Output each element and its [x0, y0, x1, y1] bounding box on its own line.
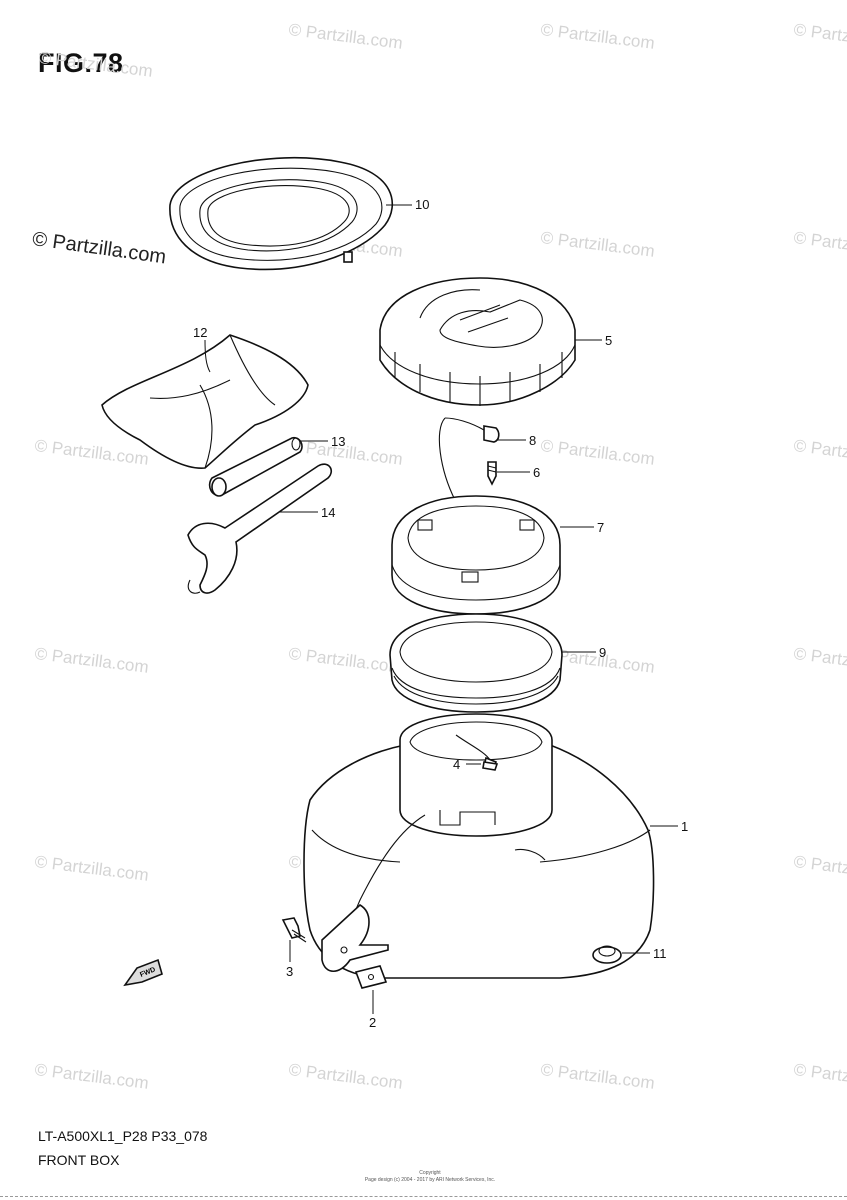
callout-8[interactable]: 8: [529, 433, 537, 448]
callout-3[interactable]: 3: [286, 964, 294, 979]
callout-2[interactable]: 2: [369, 1015, 377, 1030]
page-bottom-rule: [0, 1196, 847, 1197]
callout-4[interactable]: 4: [453, 757, 461, 772]
callout-13[interactable]: 13: [331, 434, 346, 449]
copyright-notice: Copyright Page design (c) 2004 - 2017 by…: [360, 1170, 500, 1183]
part-9-lower-gasket[interactable]: [389, 613, 563, 713]
part-1-front-box[interactable]: [303, 713, 655, 979]
callout-7[interactable]: 7: [597, 520, 605, 535]
callout-9[interactable]: 9: [599, 645, 607, 660]
callout-10[interactable]: 10: [415, 197, 430, 212]
figure-title: FIG.78: [38, 48, 124, 78]
copyright-line: Page design (c) 2004 - 2017 by ARI Netwo…: [364, 1176, 496, 1183]
part-12-tool-bag[interactable]: [101, 334, 309, 469]
part-3-screw[interactable]: [281, 917, 307, 943]
part-4-wire-clip[interactable]: [482, 761, 499, 771]
model-code: LT-A500XL1_P28 P33_078: [38, 1128, 208, 1144]
callout-11[interactable]: 11: [653, 946, 667, 961]
copyright-line: Copyright: [419, 1170, 441, 1176]
callout-6[interactable]: 6: [533, 465, 541, 480]
part-11-grommet[interactable]: [592, 945, 622, 964]
part-7-upper-ring[interactable]: [391, 495, 561, 615]
part-5-box-cap[interactable]: [379, 277, 576, 406]
leader-lines: [204, 204, 678, 1014]
part-10-lid-seal[interactable]: [169, 156, 394, 271]
part-14-spanner[interactable]: [187, 463, 333, 594]
callout-1[interactable]: 1: [681, 819, 689, 834]
part-13-plug-wrench[interactable]: [208, 436, 303, 497]
callout-5[interactable]: 5: [605, 333, 613, 348]
callout-12[interactable]: 12: [193, 325, 208, 340]
part-2-bracket[interactable]: [354, 965, 388, 989]
fwd-arrow-icon: FWD: [123, 958, 163, 987]
section-name: FRONT BOX: [38, 1152, 120, 1168]
callout-14[interactable]: 14: [321, 505, 336, 520]
part-6-screw[interactable]: [487, 461, 497, 486]
